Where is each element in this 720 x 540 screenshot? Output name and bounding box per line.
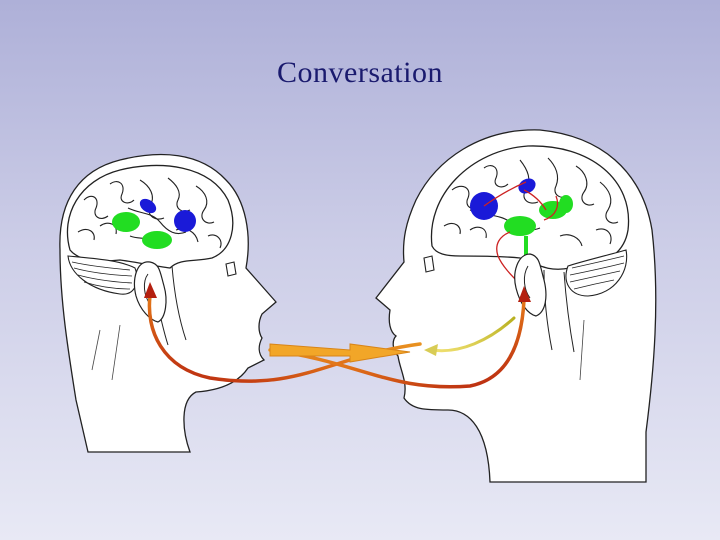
brain-icon	[430, 145, 630, 353]
left-head-icon	[59, 153, 277, 453]
left-eye-icon	[225, 261, 237, 277]
outgoing-speech-arrowhead	[424, 344, 438, 356]
brain-icon	[66, 164, 234, 346]
right-head-icon	[375, 129, 657, 483]
cerebellum	[565, 249, 628, 297]
outgoing-speech-path	[430, 316, 516, 353]
right-auditory-area	[504, 216, 536, 236]
speech-arrow-icon	[269, 343, 411, 363]
left-wernicke-area	[112, 212, 140, 232]
left-sensory-area	[139, 198, 157, 214]
right-angular-area	[559, 195, 573, 213]
left-auditory-area	[142, 231, 172, 249]
right-sensory-area	[518, 178, 536, 194]
sound-wave-to-right-ear	[268, 298, 526, 389]
slide-title: Conversation	[277, 56, 443, 89]
right-ear-arrowhead	[518, 286, 531, 302]
left-motor-area	[174, 210, 196, 232]
neural-path	[483, 181, 559, 285]
left-ear-arrowhead	[144, 282, 157, 298]
right-eye-icon	[423, 255, 435, 273]
right-auditory-pathway	[524, 236, 528, 260]
